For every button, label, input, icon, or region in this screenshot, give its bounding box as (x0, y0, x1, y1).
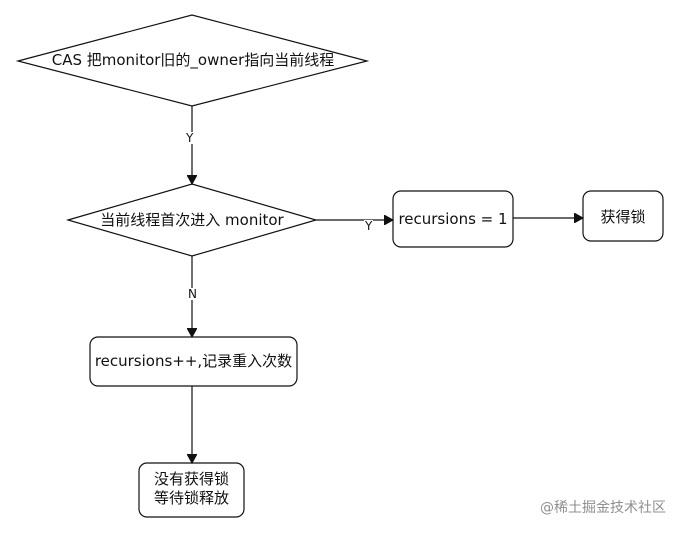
set-recursions-label: recursions = 1 (398, 210, 508, 228)
wait-lock-line-1: 没有获得锁 (153, 470, 229, 488)
edge-label-first-enter-no: N (187, 287, 198, 301)
acquire-lock-label: 获得锁 (600, 208, 646, 226)
reentry-increment-label: recursions++,记录重入次数 (94, 352, 293, 370)
cas-decision-label: CAS 把monitor旧的_owner指向当前线程 (51, 51, 335, 69)
edge-label-cas-yes: Y (185, 131, 195, 145)
cas-decision-diamond (15, 14, 370, 107)
edge-label-first-enter-yes: Y (364, 219, 374, 233)
wait-lock-label: 没有获得锁 等待锁释放 (139, 470, 244, 508)
first-enter-decision-label: 当前线程首次进入 monitor (100, 211, 284, 229)
wait-lock-line-2: 等待锁释放 (153, 488, 229, 507)
watermark: @稀土掘金技术社区 (540, 500, 666, 516)
